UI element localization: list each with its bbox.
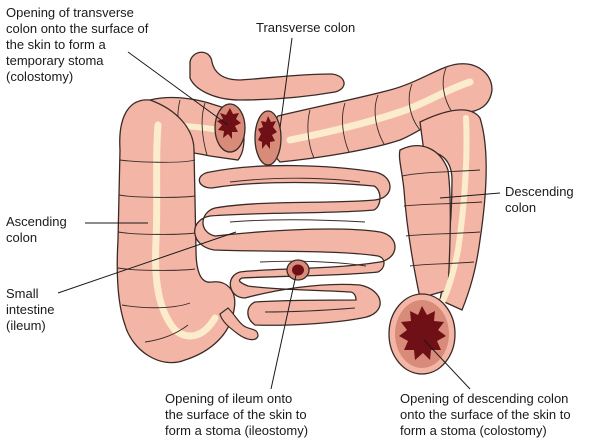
transverse-stoma-left (215, 104, 245, 152)
transverse-stoma-right (255, 111, 281, 165)
ileostomy-lumen (292, 265, 304, 276)
ileostomy-stoma (287, 260, 309, 280)
label-line: Opening of transverse (6, 5, 148, 21)
label-line: Ascending (6, 214, 67, 230)
label-line: Transverse colon (256, 20, 355, 36)
label-ileostomy: Opening of ileum onto the surface of the… (165, 391, 308, 439)
label-line: (ileum) (6, 318, 54, 334)
label-transverse-colon-stoma: Opening of transverse colon onto the sur… (6, 5, 148, 85)
label-line: colon (6, 230, 67, 246)
label-descending-colostomy: Opening of descending colon onto the sur… (400, 391, 571, 439)
label-ascending-colon: Ascending colon (6, 214, 67, 246)
label-line: temporary stoma (6, 53, 148, 69)
label-line: Opening of descending colon (400, 391, 571, 407)
label-line: colon (505, 200, 574, 216)
descending-colon (399, 110, 486, 310)
label-line: (colostomy) (6, 69, 148, 85)
label-line: the skin to form a (6, 37, 148, 53)
label-line: form a stoma (ileostomy) (165, 423, 308, 439)
label-line: Descending (505, 184, 574, 200)
label-line: form a stoma (colostomy) (400, 423, 571, 439)
leader-ileostomy (271, 275, 296, 389)
label-small-intestine: Small intestine (ileum) (6, 286, 54, 334)
label-line: onto the surface of the skin to (400, 407, 571, 423)
label-line: intestine (6, 302, 54, 318)
label-descending-colon: Descending colon (505, 184, 574, 216)
label-line: Opening of ileum onto (165, 391, 308, 407)
label-line: colon onto the surface of (6, 21, 148, 37)
label-line: the surface of the skin to (165, 407, 308, 423)
label-line: Small (6, 286, 54, 302)
label-transverse-colon: Transverse colon (256, 20, 355, 36)
intestine-crease (230, 220, 365, 222)
transverse-colon-arch (190, 52, 344, 100)
descending-colon-lower (399, 146, 450, 298)
